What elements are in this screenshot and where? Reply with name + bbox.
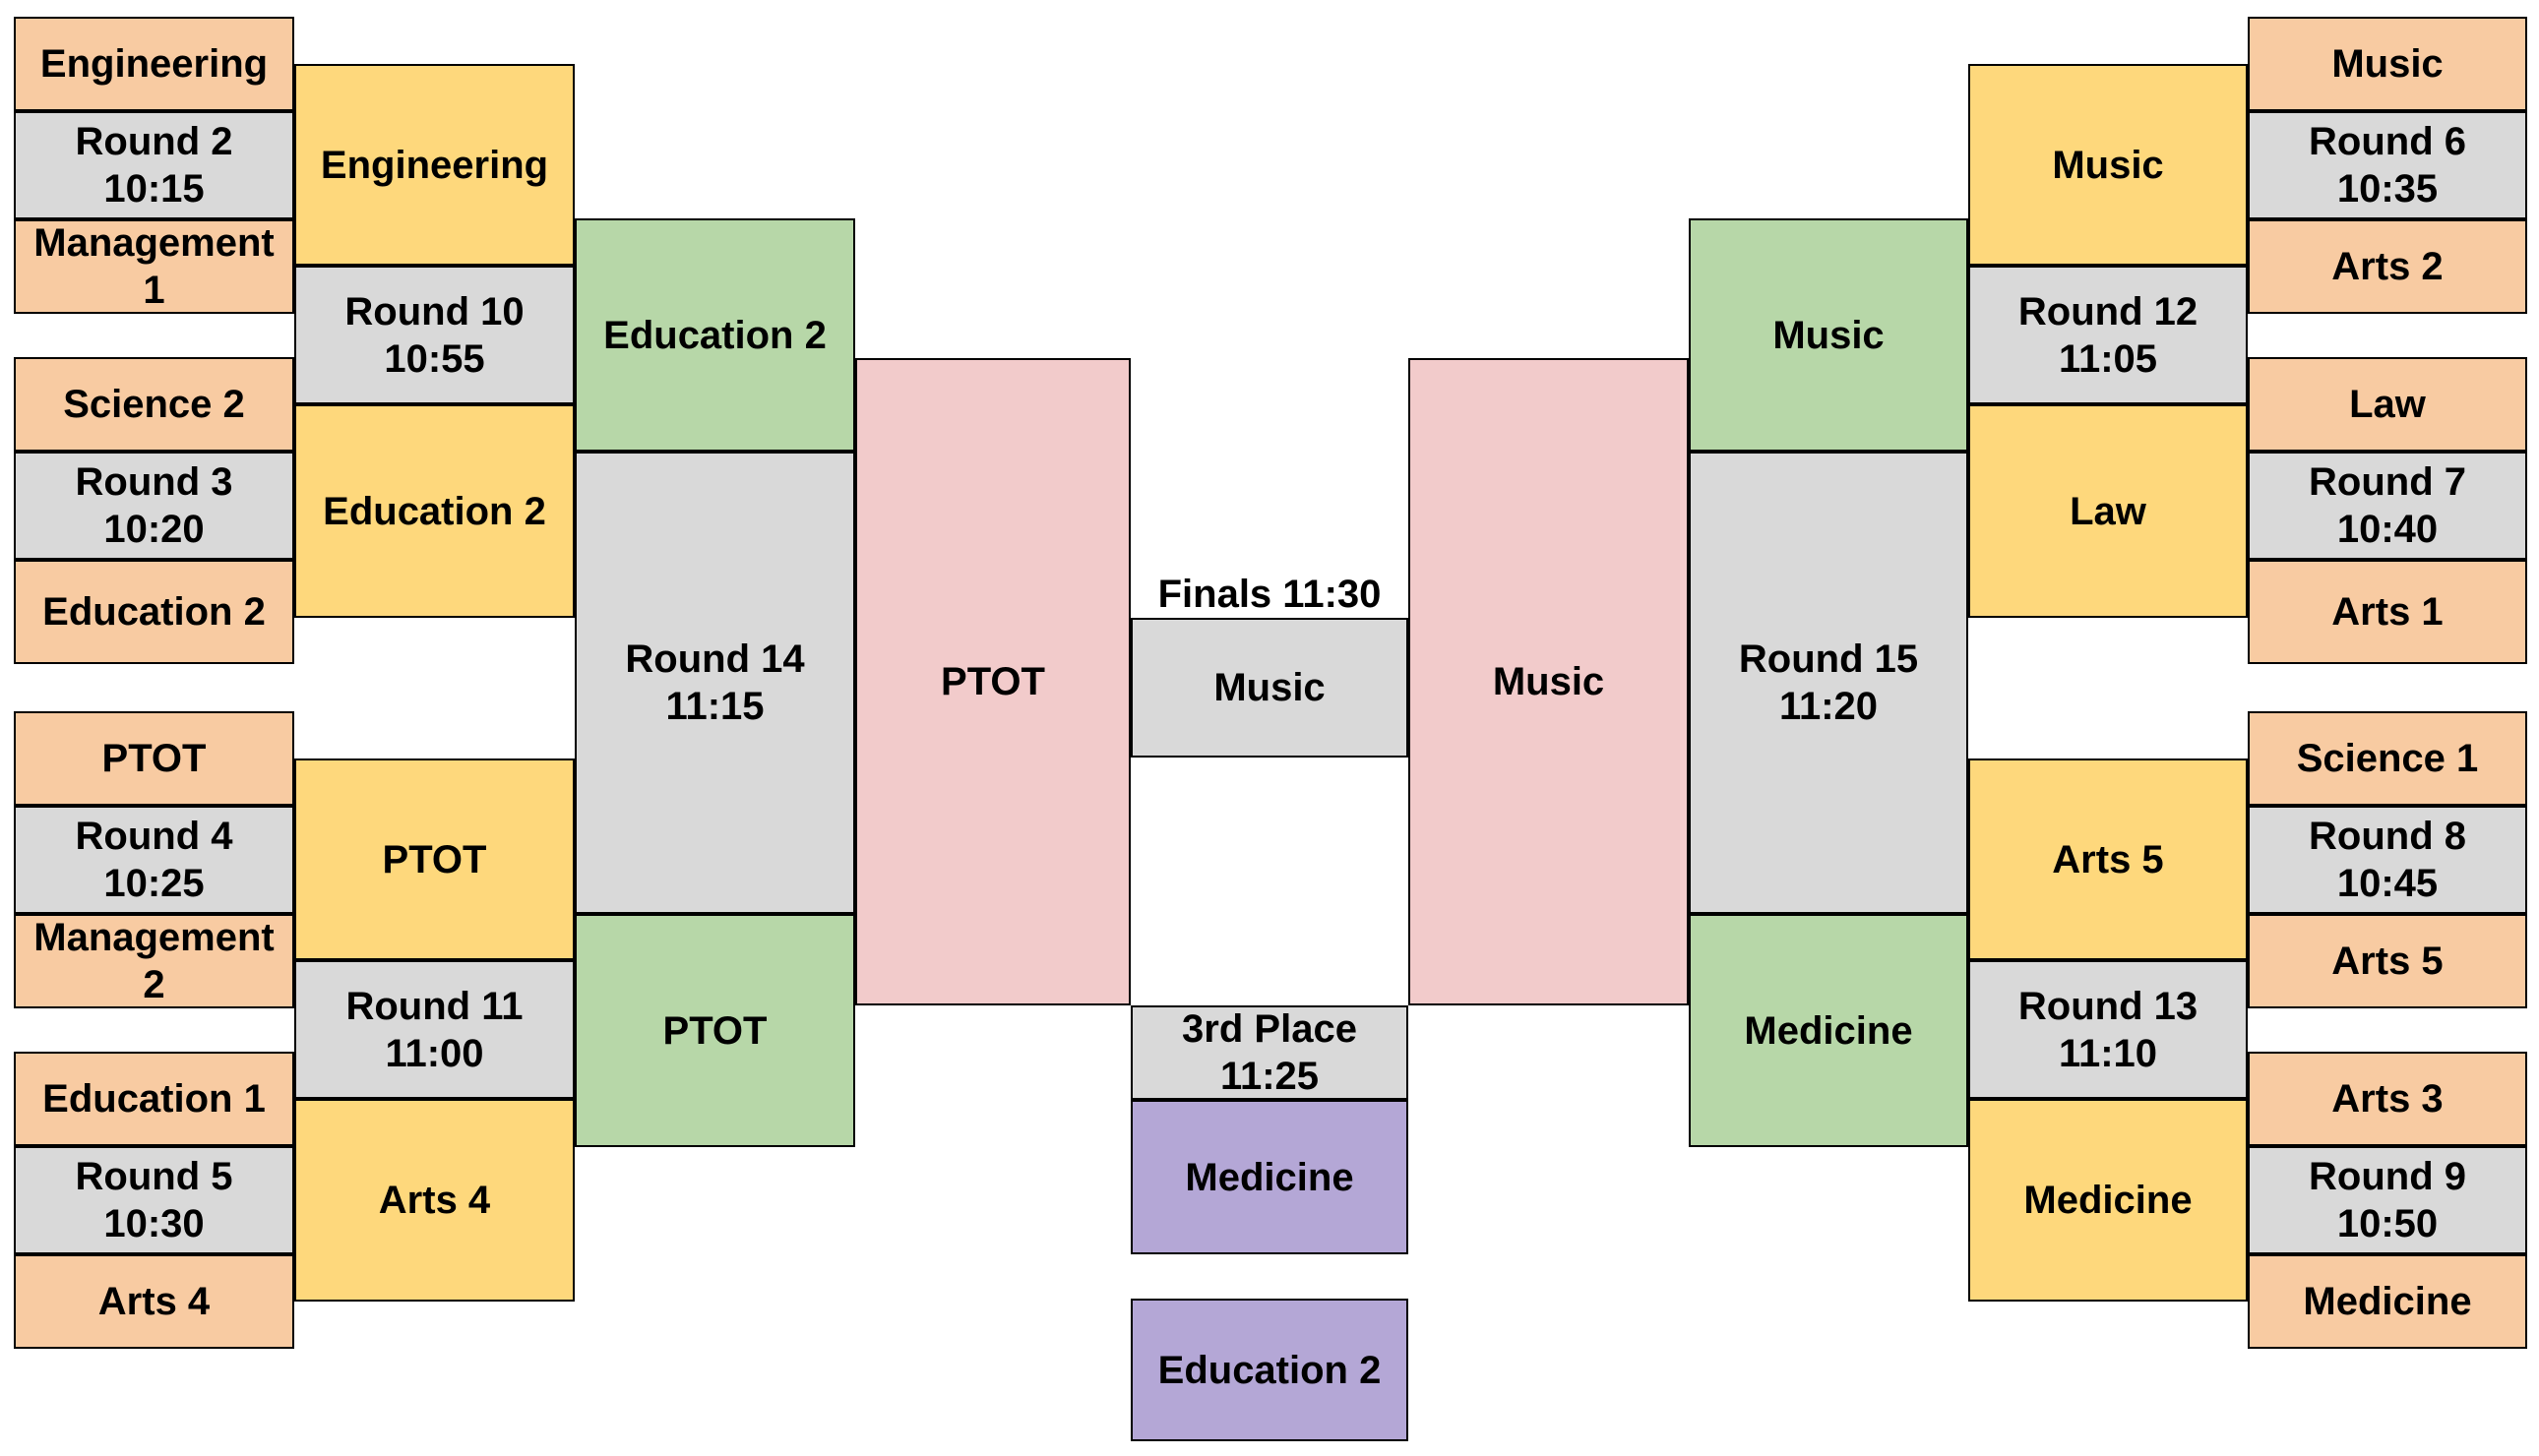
right-qf-round-1: Round 12 11:05	[1968, 266, 2248, 404]
left-qf-winner-1: Engineering	[294, 64, 575, 266]
third-place-team-2: Education 2	[1131, 1299, 1408, 1441]
left-qf-winner-3: PTOT	[294, 758, 575, 960]
left-r1-match1-round: Round 2 10:15	[14, 111, 294, 219]
right-r1-match3-top-team: Science 1	[2248, 711, 2527, 806]
right-r1-match4-round: Round 9 10:50	[2248, 1146, 2527, 1254]
left-r1-match2-top-team: Science 2	[14, 357, 294, 452]
final-winner: Music	[1131, 618, 1408, 758]
left-finalist: PTOT	[855, 358, 1131, 1005]
left-qf-round-2: Round 11 11:00	[294, 960, 575, 1099]
right-r1-match3-bottom-team: Arts 5	[2248, 914, 2527, 1008]
right-sf-winner-2: Medicine	[1689, 914, 1968, 1147]
left-r1-match1-top-team: Engineering	[14, 17, 294, 111]
right-r1-match1-round: Round 6 10:35	[2248, 111, 2527, 219]
right-r1-match4-bottom-team: Medicine	[2248, 1254, 2527, 1349]
left-r1-match4-top-team: Education 1	[14, 1052, 294, 1146]
right-qf-winner-2: Law	[1968, 404, 2248, 618]
left-r1-match3-bottom-team: Management 2	[14, 914, 294, 1008]
left-sf-winner-2: PTOT	[575, 914, 855, 1147]
left-r1-match2-round: Round 3 10:20	[14, 452, 294, 560]
left-r1-match3-top-team: PTOT	[14, 711, 294, 806]
right-r1-match4-top-team: Arts 3	[2248, 1052, 2527, 1146]
right-r1-match1-bottom-team: Arts 2	[2248, 219, 2527, 314]
right-r1-match2-round: Round 7 10:40	[2248, 452, 2527, 560]
left-sf-winner-1: Education 2	[575, 218, 855, 452]
right-qf-winner-4: Medicine	[1968, 1099, 2248, 1302]
finals-label: Finals 11:30	[1157, 573, 1382, 616]
third-place-team-1: Medicine	[1131, 1100, 1408, 1254]
left-r1-match3-round: Round 4 10:25	[14, 806, 294, 914]
right-finalist: Music	[1408, 358, 1689, 1005]
left-r1-match1-bottom-team: Management 1	[14, 219, 294, 314]
right-r1-match1-top-team: Music	[2248, 17, 2527, 111]
right-qf-winner-3: Arts 5	[1968, 758, 2248, 960]
right-qf-winner-1: Music	[1968, 64, 2248, 266]
left-r1-match2-bottom-team: Education 2	[14, 560, 294, 664]
left-qf-winner-4: Arts 4	[294, 1099, 575, 1302]
right-sf-winner-1: Music	[1689, 218, 1968, 452]
right-r1-match3-round: Round 8 10:45	[2248, 806, 2527, 914]
left-r1-match4-round: Round 5 10:30	[14, 1146, 294, 1254]
left-qf-winner-2: Education 2	[294, 404, 575, 618]
right-r1-match2-top-team: Law	[2248, 357, 2527, 452]
right-r1-match2-bottom-team: Arts 1	[2248, 560, 2527, 664]
third-place-label: 3rd Place 11:25	[1131, 1005, 1408, 1100]
left-qf-round-1: Round 10 10:55	[294, 266, 575, 404]
right-qf-round-2: Round 13 11:10	[1968, 960, 2248, 1099]
right-sf-round: Round 15 11:20	[1689, 452, 1968, 914]
left-sf-round: Round 14 11:15	[575, 452, 855, 914]
left-r1-match4-bottom-team: Arts 4	[14, 1254, 294, 1349]
